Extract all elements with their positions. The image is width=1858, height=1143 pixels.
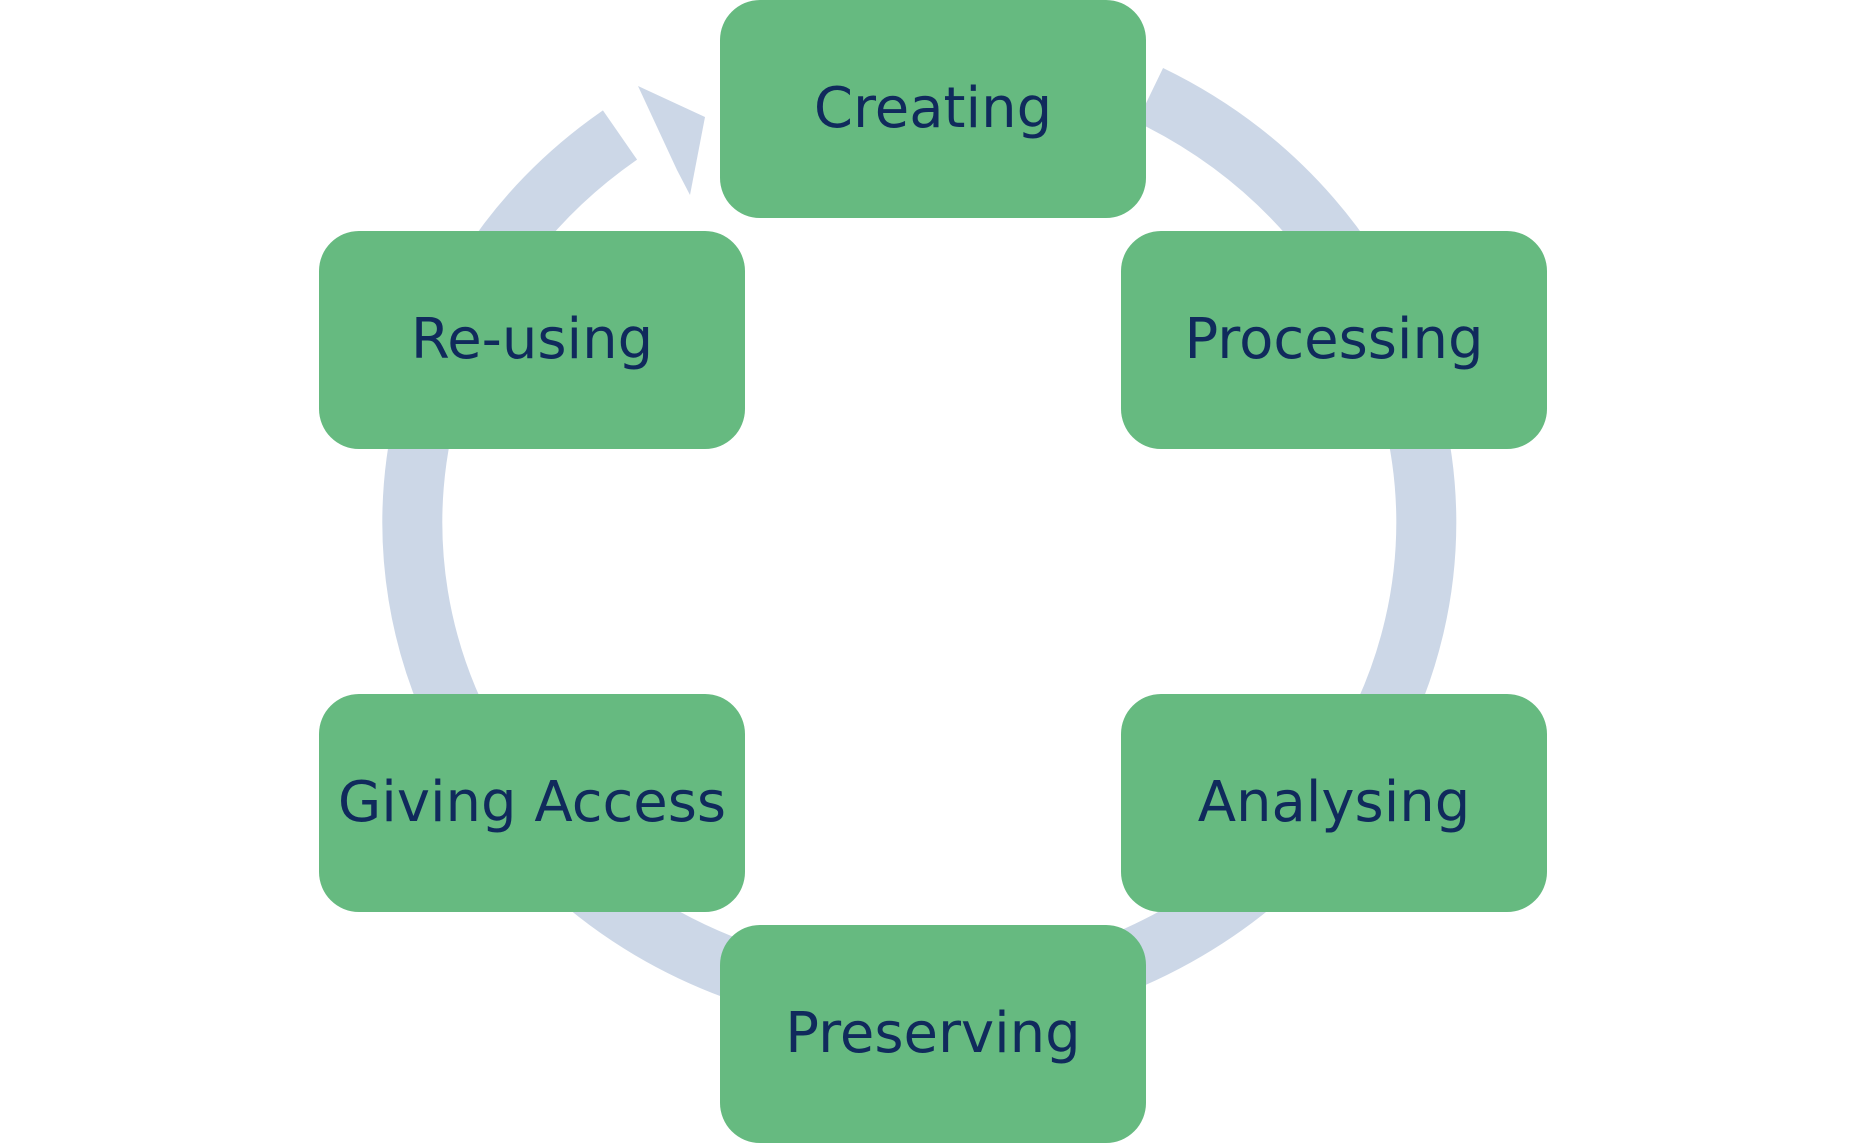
stage-label: Processing: [1184, 307, 1484, 372]
stage-label: Analysing: [1197, 770, 1471, 835]
stage-label: Preserving: [785, 1001, 1081, 1066]
stage-label: Giving Access: [337, 770, 727, 835]
stage-label: Re-using: [410, 307, 654, 372]
stage-label: Creating: [813, 76, 1053, 141]
stage-processing: Processing: [1121, 231, 1547, 449]
stage-re-using: Re-using: [319, 231, 745, 449]
stage-analysing: Analysing: [1121, 694, 1547, 912]
stage-giving-access: Giving Access: [319, 694, 745, 912]
cycle-arrowhead-icon: [638, 86, 705, 195]
stage-preserving: Preserving: [720, 925, 1146, 1143]
stage-creating: Creating: [720, 0, 1146, 218]
